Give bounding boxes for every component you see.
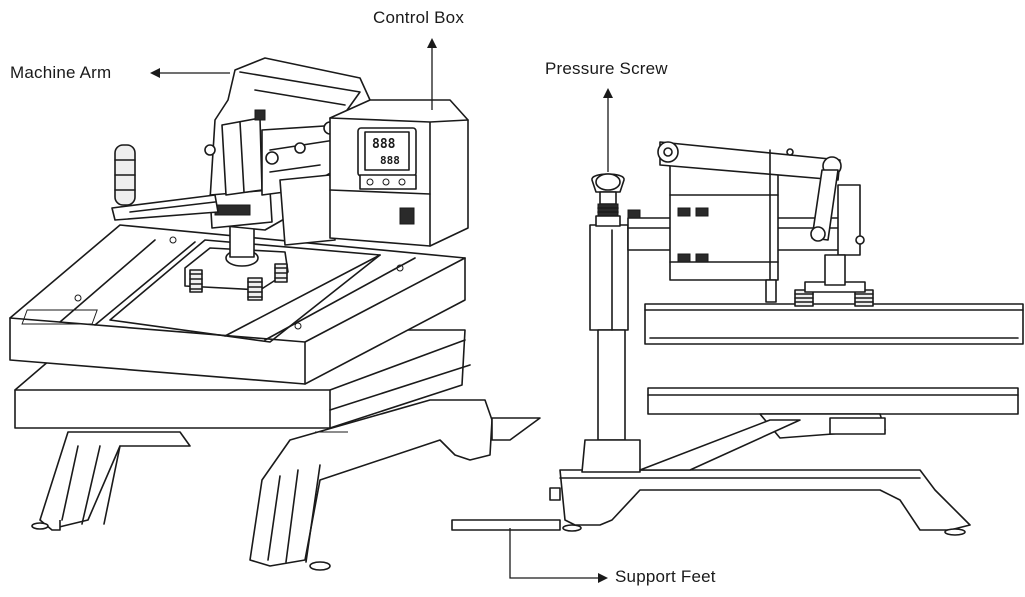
left-machine-view [9, 57, 541, 571]
left-base-legs [31, 399, 541, 571]
right-machine-view [451, 141, 1024, 536]
right-swing-arm [627, 141, 865, 303]
right-lower-platen [639, 387, 1019, 471]
support-feet-label: Support Feet [615, 567, 716, 586]
machine-arm-arrow [150, 68, 230, 78]
display-readout-bottom: 888 [380, 154, 400, 167]
left-upper-platen [9, 224, 466, 385]
right-base [451, 469, 971, 536]
left-column [279, 174, 336, 246]
support-feet-arrow [509, 528, 608, 583]
control-box-arrow [427, 38, 437, 110]
callout-arrows [150, 38, 613, 583]
control-box-label: Control Box [373, 8, 465, 27]
left-machine-arm [204, 57, 371, 231]
machine-arm-label: Machine Arm [10, 63, 112, 82]
pressure-screw-arrow [603, 88, 613, 172]
right-upper-platen [644, 281, 1024, 345]
left-handle [111, 144, 219, 221]
display-readout-top: 888 [372, 137, 396, 152]
control-box-unit [329, 99, 469, 247]
pressure-screw-knob [591, 173, 641, 227]
pressure-screw-label: Pressure Screw [545, 59, 668, 78]
right-column [581, 224, 641, 473]
